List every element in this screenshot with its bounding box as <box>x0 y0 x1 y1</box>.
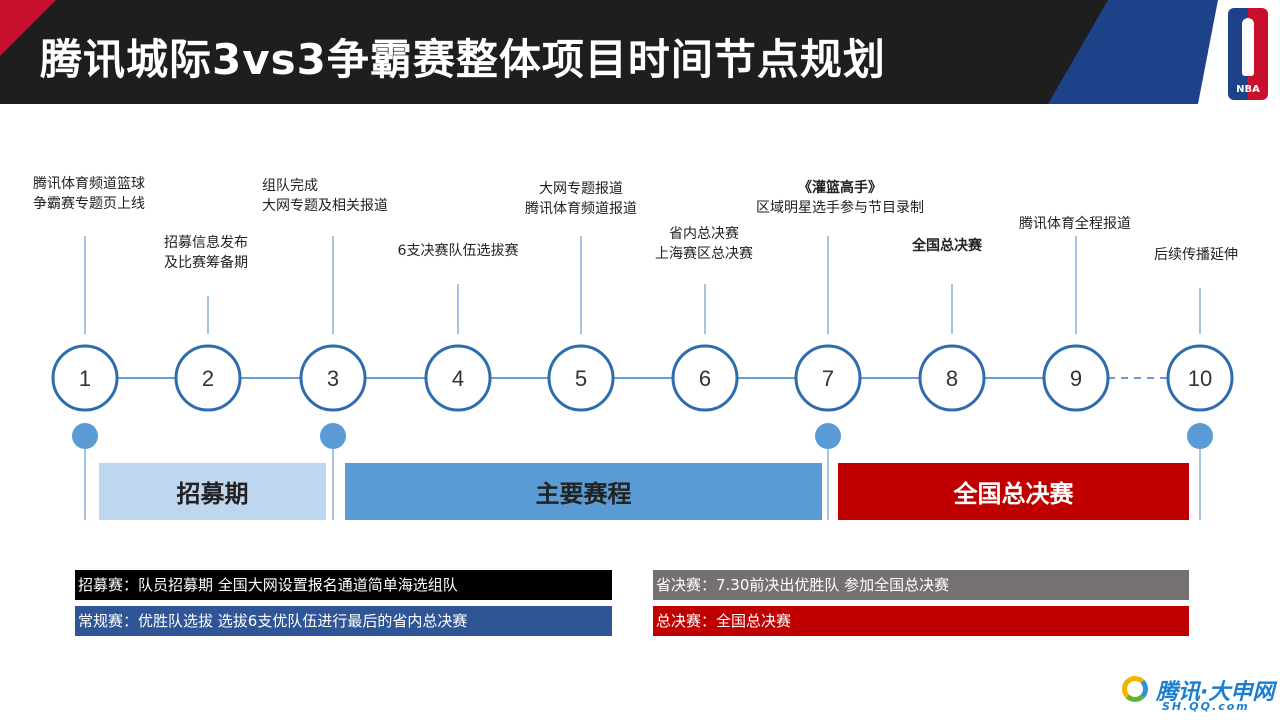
timeline-node-number-1: 1 <box>79 366 91 391</box>
event-label-10: 后续传播延伸 <box>1154 247 1238 263</box>
event-label-4: 6支决赛队伍选拔赛 <box>397 243 519 259</box>
period-recruit: 招募期 <box>99 463 326 520</box>
event-label-9: 腾讯体育全程报道 <box>1019 216 1131 232</box>
note-regular: 常规赛：优胜队选拔 选拔6支优队伍进行最后的省内总决赛 <box>75 606 612 636</box>
timeline-node-10 <box>1166 344 1234 412</box>
timeline-node-2 <box>174 344 242 412</box>
site-logo-icon <box>1122 676 1148 702</box>
period-main-schedule: 主要赛程 <box>345 463 822 520</box>
site-logo: 腾讯·大申网 SH.QQ.com <box>1118 674 1275 714</box>
page-title: 腾讯城际3vs3争霸赛整体项目时间节点规划 <box>40 35 886 84</box>
event-label-3: 组队完成大网专题及相关报道 <box>262 178 388 214</box>
phase-marker-start-dot <box>72 423 98 449</box>
note-provincial: 省决赛：7.30前决出优胜队 参加全国总决赛 <box>653 570 1189 600</box>
event-label-6: 省内总决赛上海赛区总决赛 <box>655 226 753 262</box>
timeline-node-number-5: 5 <box>575 366 587 391</box>
event-label-1: 腾讯体育频道篮球争霸赛专题页上线 <box>33 176 145 212</box>
timeline-node-7 <box>794 344 862 412</box>
period-national-final: 全国总决赛 <box>838 463 1189 520</box>
timeline-node-number-10: 10 <box>1188 366 1212 391</box>
timeline-node-8 <box>918 344 986 412</box>
note-final: 总决赛：全国总决赛 <box>653 606 1189 636</box>
timeline-node-9 <box>1042 344 1110 412</box>
timeline-node-3 <box>299 344 367 412</box>
note-recruit: 招募赛：队员招募期 全国大网设置报名通道简单海选组队 <box>75 570 612 600</box>
timeline-node-number-8: 8 <box>946 366 958 391</box>
phase-marker-end-dot <box>1187 423 1213 449</box>
phase-marker-recruit-end-dot <box>320 423 346 449</box>
event-label-8: 全国总决赛 <box>912 238 982 254</box>
timeline-node-number-7: 7 <box>822 366 834 391</box>
event-label-5: 大网专题报道腾讯体育频道报道 <box>525 181 637 217</box>
timeline-node-number-4: 4 <box>452 366 464 391</box>
timeline-node-number-2: 2 <box>202 366 214 391</box>
event-label-2: 招募信息发布及比赛筹备期 <box>164 235 248 271</box>
header-red-corner <box>0 0 56 56</box>
site-logo-domain: SH.QQ.com <box>1162 700 1250 713</box>
timeline-node-1 <box>51 344 119 412</box>
header-banner: 腾讯城际3vs3争霸赛整体项目时间节点规划 NBA <box>0 0 1280 104</box>
timeline-node-4 <box>424 344 492 412</box>
event-label-7: 《灌篮高手》区域明星选手参与节目录制 <box>756 180 924 216</box>
nba-logo-text: NBA <box>1236 84 1260 95</box>
phase-marker-main-end-dot <box>815 423 841 449</box>
timeline-node-number-3: 3 <box>327 366 339 391</box>
timeline-node-6 <box>671 344 739 412</box>
site-logo-brand: 腾讯·大申网 <box>1156 680 1275 705</box>
timeline-node-5 <box>547 344 615 412</box>
nba-logo-icon: NBA <box>1228 8 1268 100</box>
timeline-node-number-9: 9 <box>1070 366 1082 391</box>
timeline-node-number-6: 6 <box>699 366 711 391</box>
